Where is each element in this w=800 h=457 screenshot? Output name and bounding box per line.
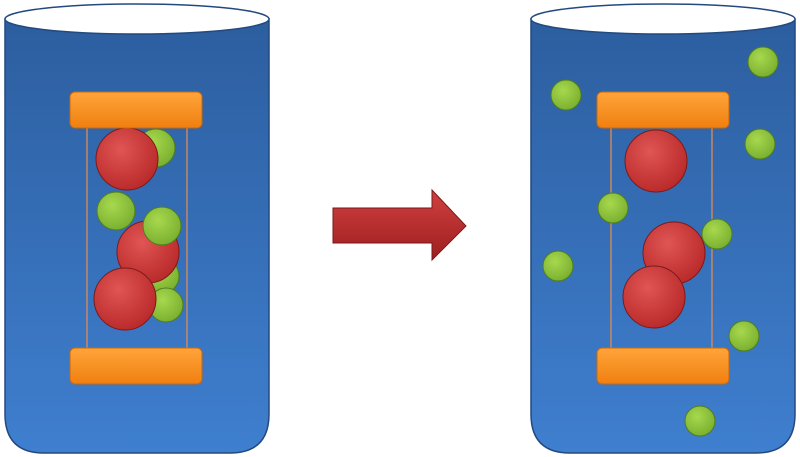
small-particle [142, 206, 182, 246]
small-particle [747, 46, 779, 78]
small-particle [542, 250, 574, 282]
large-particle [93, 267, 157, 331]
small-particle [744, 128, 776, 160]
tube-cap-bottom [69, 347, 203, 385]
beaker-rim [4, 3, 270, 35]
small-particle [550, 79, 582, 111]
beaker-rim [530, 3, 796, 35]
small-particle [597, 192, 629, 224]
beaker-before [4, 3, 270, 454]
small-particle [96, 191, 136, 231]
dialysis-tube [69, 91, 203, 385]
large-particle [95, 127, 159, 191]
beaker-after [530, 3, 796, 454]
right-arrow [332, 188, 467, 262]
small-particle [701, 218, 733, 250]
large-particle [624, 129, 688, 193]
small-particle [728, 320, 760, 352]
tube-cap-top [69, 91, 203, 129]
tube-cap-bottom [596, 347, 730, 385]
small-particle [684, 405, 716, 437]
tube-cap-top [596, 91, 730, 129]
large-particle [622, 265, 686, 329]
